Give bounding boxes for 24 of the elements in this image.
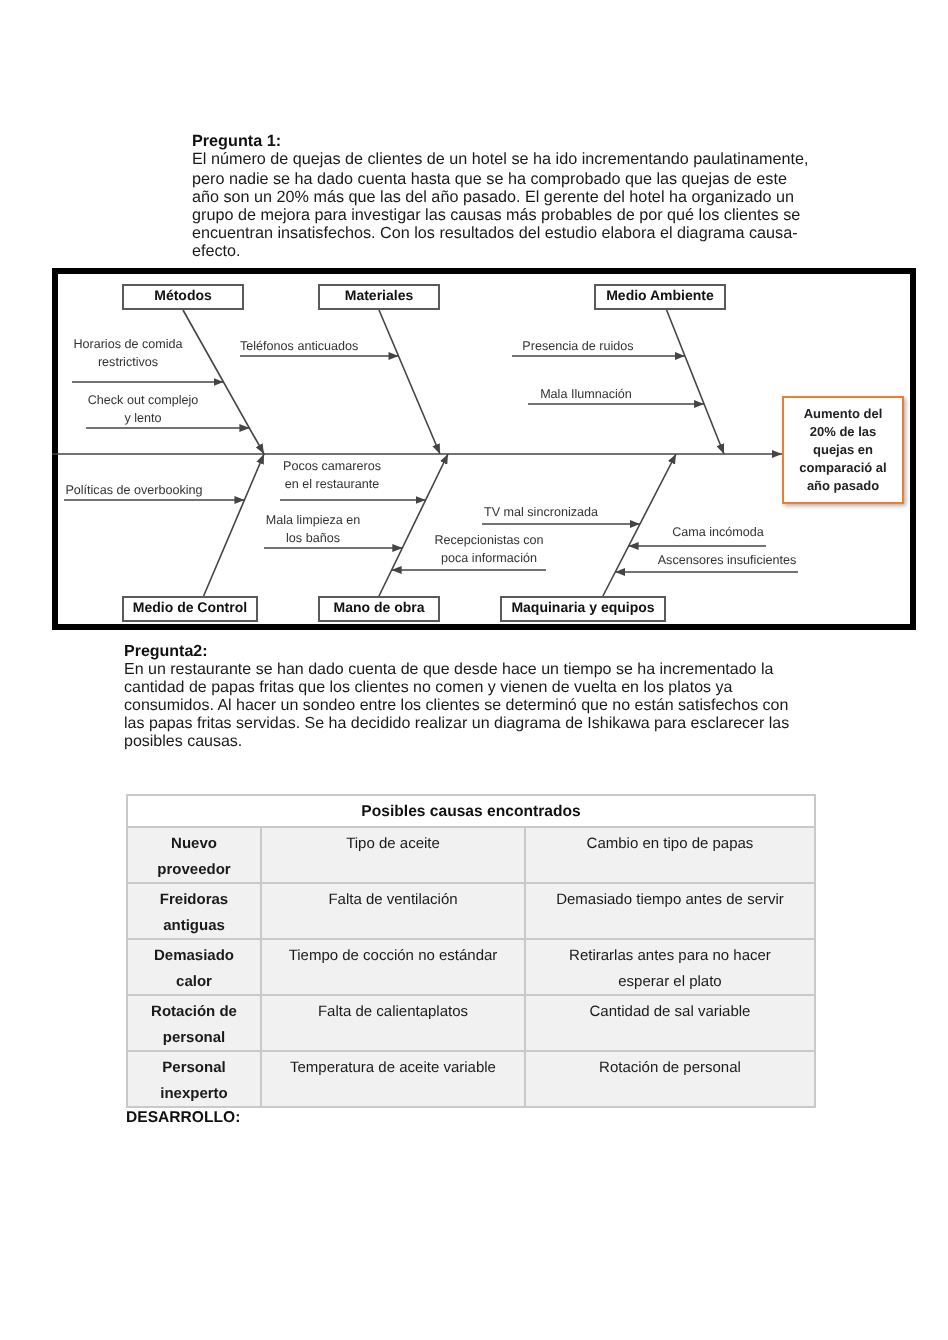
rib-arrow xyxy=(602,453,677,597)
question-text: En un restaurante se han dado cuenta de que desde hace un tiempo se ha incrementado la cantidad de papas fritas que los clientes no comen y vienen de vuelta en los platos ya consumidos. Al hacer un sondeo entre los clientes se determinó que no están satisfechos con las papas fritas servidas. Se ha decidido realizar un diagrama de Ishikawa para esclarecer las posibles causas. xyxy=(124,659,792,750)
cause-arrow xyxy=(279,496,427,504)
cause-arrow xyxy=(511,352,686,360)
cause-arrow xyxy=(239,352,400,360)
cause-arrow xyxy=(63,496,246,504)
cause-arrow xyxy=(614,568,799,576)
cause-arrow xyxy=(263,544,404,552)
question-text: El número de quejas de clientes de un hotel se ha ido incrementando paulatinamente, pero nadie se ha dado cuenta hasta que se ha comprobado que las quejas de este año son un 20% más que las del año pasado. El gerente del hotel ha organizado un grupo de mejora para investigar las causas más probables de por qué los clientes se encuentran insatisfechos. Con los resultados del estudio elabora el diagrama causa-efecto. xyxy=(192,150,811,262)
diagram-frame xyxy=(52,268,916,630)
cause-arrow xyxy=(85,424,251,432)
rib-arrow xyxy=(378,309,441,455)
rib-arrow xyxy=(665,309,725,455)
rib-arrow xyxy=(378,453,449,597)
rib-arrow xyxy=(202,453,265,597)
cause-arrow xyxy=(627,542,767,550)
cause-arrow xyxy=(481,520,641,528)
question-heading: Pregunta2: xyxy=(124,641,208,659)
cause-arrow xyxy=(527,400,705,408)
rib-arrow xyxy=(182,309,265,455)
spine-arrow xyxy=(51,450,783,458)
question-heading: Pregunta 1: xyxy=(192,132,282,151)
cause-arrow xyxy=(390,566,547,574)
cause-arrow xyxy=(71,378,225,386)
